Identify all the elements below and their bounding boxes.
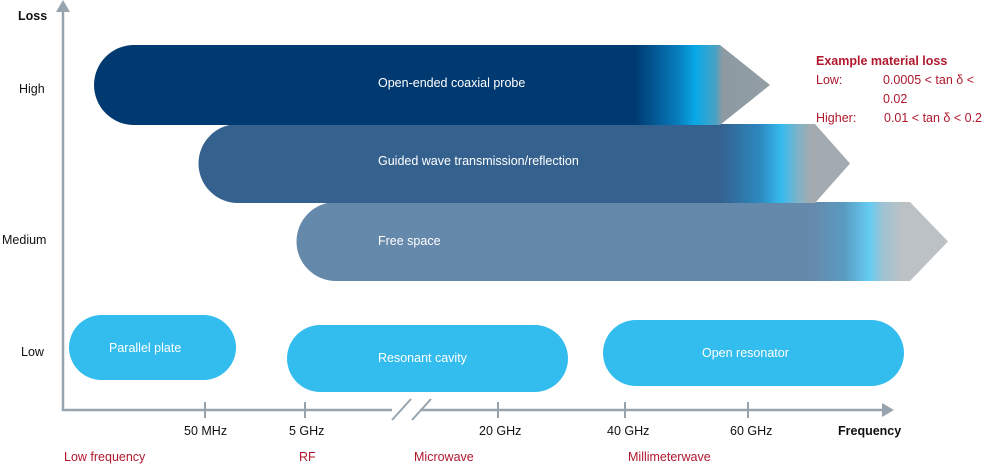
axis-break-mark — [391, 398, 412, 421]
legend-title: Example material loss — [816, 54, 948, 68]
y-axis-arrowhead — [56, 0, 70, 12]
legend: Example material loss Low: 0.0005 < tan … — [816, 52, 1000, 128]
x-axis-arrowhead — [882, 403, 894, 417]
legend-key: Low: — [816, 73, 843, 87]
region-label: Millimeterwave — [628, 450, 711, 464]
region-label: Microwave — [414, 450, 474, 464]
band-free-space — [296, 202, 949, 281]
legend-row: Higher: 0.01 < tan δ < 0.2 — [816, 109, 1000, 128]
legend-value: 0.01 < tan δ < 0.2 — [884, 111, 983, 125]
legend-key: Higher: — [816, 111, 857, 125]
x-tick-label: 20 GHz — [479, 424, 522, 438]
region-label: RF — [299, 450, 316, 464]
y-level-high: High — [19, 82, 45, 96]
x-axis-title: Frequency — [838, 424, 902, 438]
legend-row: Low: 0.0005 < tan δ < 0.02 — [816, 71, 1000, 109]
pill-label: Open resonator — [702, 346, 789, 360]
band-label: Open-ended coaxial probe — [378, 76, 526, 90]
band-guided-wave — [198, 124, 851, 203]
pill-label: Resonant cavity — [378, 351, 467, 365]
legend-value: 0.0005 < tan δ < 0.02 — [882, 73, 975, 106]
x-tick-label: 50 MHz — [184, 424, 228, 438]
x-tick-label: 40 GHz — [607, 424, 650, 438]
pill-open-resonator — [603, 320, 904, 386]
pill-parallel-plate — [69, 315, 236, 380]
pill-resonant-cavity — [287, 325, 568, 392]
region-label: Low frequency — [64, 450, 146, 464]
axis-break-mark — [411, 398, 432, 421]
x-tick-label: 60 GHz — [730, 424, 773, 438]
pill-label: Parallel plate — [109, 341, 182, 355]
band-open-ended-coaxial-probe — [94, 45, 770, 125]
x-tick-label: 5 GHz — [289, 424, 325, 438]
y-axis-title: Loss — [18, 9, 48, 23]
y-level-low: Low — [21, 345, 44, 359]
band-label: Free space — [378, 234, 441, 248]
y-level-medium: Medium — [2, 233, 47, 247]
band-label: Guided wave transmission/reflection — [378, 154, 579, 168]
